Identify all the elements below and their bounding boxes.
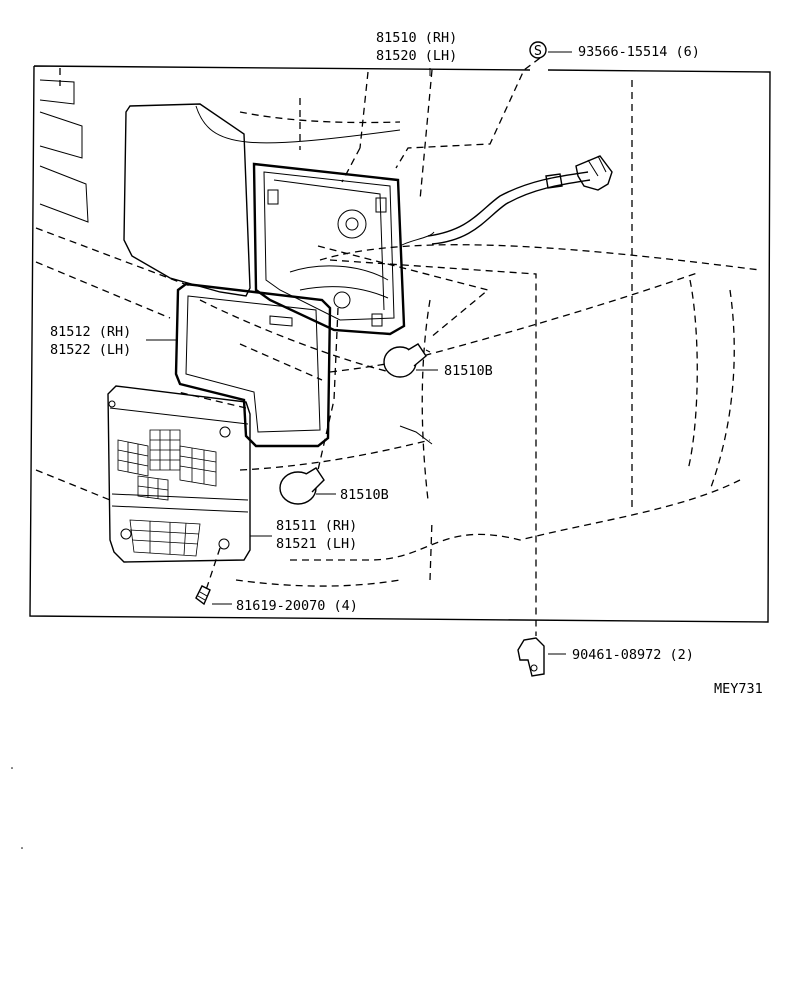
scan-dot <box>21 847 23 849</box>
label-housing-lh: 81520 (LH) <box>376 48 457 64</box>
wire-clamp <box>517 637 545 677</box>
leader-lines <box>146 51 572 655</box>
diagram-code: MEY731 <box>714 681 763 697</box>
lamp-lens <box>107 385 251 563</box>
label-gasket-rh: 81512 (RH) <box>50 324 131 340</box>
lamp-housing <box>252 162 435 336</box>
svg-text:S: S <box>534 43 542 59</box>
label-gasket-lh: 81522 (LH) <box>50 342 131 358</box>
screw-symbol-icon: S <box>529 41 547 59</box>
scan-dot <box>11 767 13 769</box>
bulb-upper <box>383 343 431 378</box>
wire-harness <box>427 155 613 245</box>
label-bulb-upper: 81510B <box>444 363 493 379</box>
label-lens-lh: 81521 (LH) <box>276 536 357 552</box>
label-lens-screw: 81619-20070 (4) <box>236 598 358 614</box>
label-screw: 93566-15514 (6) <box>578 44 700 60</box>
label-housing-rh: 81510 (RH) <box>376 30 457 46</box>
gasket <box>174 282 332 448</box>
lens-pattern <box>117 429 217 557</box>
label-lens-rh: 81511 (RH) <box>276 518 357 534</box>
diagram-frame <box>29 65 771 623</box>
bulb-lower <box>279 467 325 505</box>
vehicle-body-outline <box>35 68 761 587</box>
lens-screw <box>195 585 211 606</box>
label-clamp: 90461-08972 (2) <box>572 647 694 663</box>
label-bulb-lower: 81510B <box>340 487 389 503</box>
